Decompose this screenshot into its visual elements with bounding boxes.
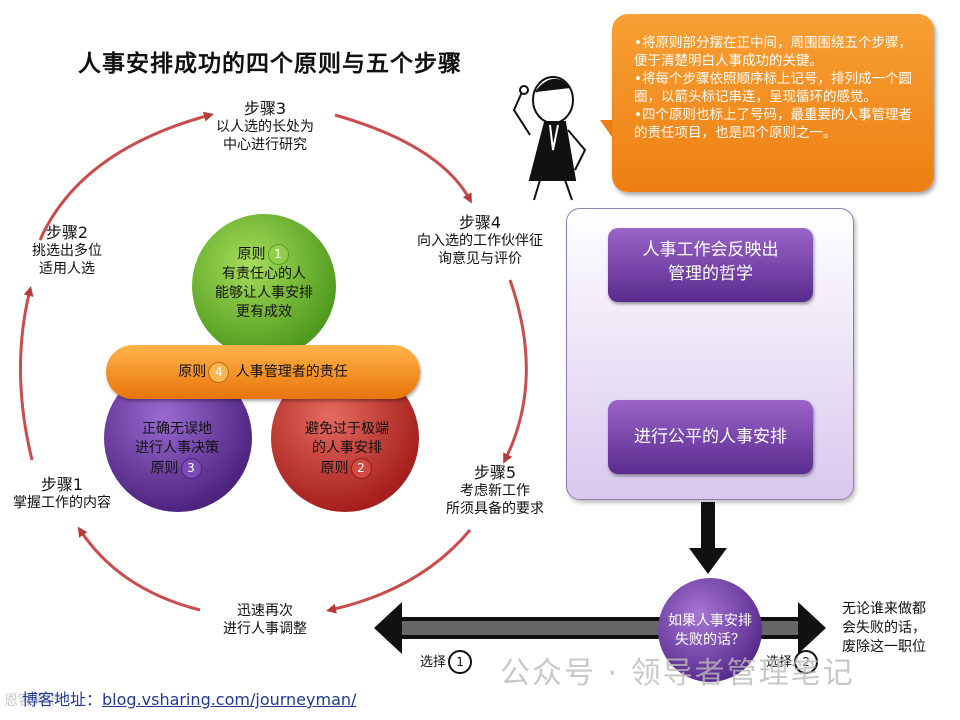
- step4-line1: 向入选的工作伙伴征: [417, 233, 543, 249]
- principle1-line3: 更有成效: [236, 304, 292, 320]
- cycle-arrows: [19, 111, 528, 614]
- arrow-step3-to-step4: [334, 113, 472, 204]
- principle4-badge: 4: [208, 361, 230, 383]
- arrow-again-to-step1: [77, 526, 201, 612]
- step2-line2: 适用人选: [39, 261, 95, 277]
- principle1-line2: 能够让人事安排: [215, 285, 313, 301]
- step1-label: 步骤1: [40, 475, 84, 494]
- step5-line1: 考虑新工作: [460, 483, 530, 499]
- question-text: 如果人事安排 失败的话？: [658, 612, 762, 650]
- step3: 步骤3 以人选的长处为 中心进行研究: [200, 100, 330, 154]
- ending-line1: 无论谁来做都: [842, 601, 926, 617]
- watermark-main: 公众号 · 领导者管理笔记: [500, 656, 855, 691]
- ending-line2: 会失败的话，: [842, 620, 926, 636]
- principle3-line1: 正确无误地: [142, 421, 212, 437]
- principle2-circle: [271, 364, 419, 512]
- step3-label: 步骤3: [243, 99, 287, 118]
- question-line2: 失败的话？: [675, 632, 745, 648]
- step3-line2: 中心进行研究: [223, 137, 307, 153]
- arrow-step5-to-again: [326, 529, 472, 614]
- principle3-line2: 进行人事决策: [135, 440, 219, 456]
- principle2-word: 原则: [320, 460, 349, 477]
- question-line1: 如果人事安排: [668, 613, 752, 629]
- principle3-circle: [104, 364, 252, 512]
- principle2-line2: 的人事安排: [312, 440, 382, 456]
- watermark-corner: 恩客天下: [4, 693, 60, 709]
- step5-line2: 所须具备的要求: [446, 501, 544, 517]
- choice2-num: 2: [794, 650, 819, 674]
- step2: 步骤2 挑选出多位 适用人选: [12, 224, 122, 278]
- principle2-badge: 2: [350, 458, 372, 479]
- ending-line3: 废除这一职位: [842, 639, 926, 655]
- note-line-3: •四个原则也标上了号码，最重要的人事管理者的责任项目，也是四个原则之一。: [634, 107, 912, 141]
- step4-line2: 询意见与评价: [438, 251, 522, 267]
- blog-url[interactable]: 博客地址：blog.vsharing.com/journeyman/: [22, 686, 356, 710]
- principle3-word: 原则: [150, 460, 179, 477]
- choice1-num: 1: [448, 650, 473, 674]
- principle1-line1: 有责任心的人: [222, 266, 306, 282]
- page-title: 人事安排成功的四个原则与五个步骤: [78, 51, 462, 77]
- step1-text: 掌握工作的内容: [13, 495, 111, 511]
- choice2-label: 选择: [766, 655, 793, 670]
- arrow-step2-to-step3: [38, 111, 214, 241]
- step4-label: 步骤4: [458, 213, 502, 232]
- principle1-circle: [192, 214, 336, 358]
- principle4-word: 原则: [178, 364, 207, 380]
- step4: 步骤4 向入选的工作伙伴征 询意见与评价: [400, 214, 560, 268]
- principle1-badge: 1: [267, 244, 289, 265]
- principle4-label: 人事管理者的责任: [235, 364, 348, 380]
- step3-line1: 以人选的长处为: [216, 119, 314, 135]
- principle3-badge: 3: [180, 458, 202, 479]
- blog-url-prefix: 博客地址：: [22, 690, 103, 709]
- choice1-label: 选择: [420, 655, 447, 670]
- thinking-man-icon: [512, 76, 587, 201]
- flow-box1-line1: 人事工作会反映出: [642, 240, 779, 260]
- flow-box1-line2: 管理的哲学: [668, 264, 753, 284]
- note-line-2: •将每个步骤依照顺序标上记号，排列成一个圆圈，以箭头标记串连，呈现循环的感觉。: [634, 71, 912, 105]
- principle2-line1: 避免过于极端: [305, 421, 389, 437]
- down-arrow-2: [689, 502, 727, 574]
- flow-box-philosophy: 人事工作会反映出 管理的哲学: [608, 228, 813, 302]
- blog-url-link[interactable]: blog.vsharing.com/journeyman/: [102, 690, 357, 709]
- question-circle: [658, 578, 762, 682]
- step1: 步骤1 掌握工作的内容: [2, 476, 122, 512]
- principle4-bar: [106, 345, 420, 399]
- principle1-word: 原则: [237, 246, 266, 263]
- flow-box-fair: 进行公平的人事安排: [608, 400, 813, 474]
- step5-label: 步骤5: [473, 463, 517, 482]
- step2-label: 步骤2: [45, 223, 89, 242]
- arrow-step1-to-step2: [19, 286, 34, 461]
- ending-text: 无论谁来做都 会失败的话， 废除这一职位: [842, 600, 926, 657]
- arrow-step4-to-step5: [503, 279, 528, 464]
- note-text: •将原则部分摆在正中间，周围围绕五个步骤，便于清楚明白人事成功的关键。 •将每个…: [634, 34, 924, 142]
- note-line-1: •将原则部分摆在正中间，周围围绕五个步骤，便于清楚明白人事成功的关键。: [634, 35, 912, 69]
- step-again: 迅速再次 进行人事调整: [205, 602, 325, 638]
- again-line2: 进行人事调整: [223, 621, 307, 637]
- step2-line1: 挑选出多位: [32, 243, 102, 259]
- step5: 步骤5 考虑新工作 所须具备的要求: [430, 464, 560, 518]
- again-line1: 迅速再次: [237, 603, 293, 619]
- note-bubble: [612, 14, 934, 192]
- note-tail: [600, 120, 614, 140]
